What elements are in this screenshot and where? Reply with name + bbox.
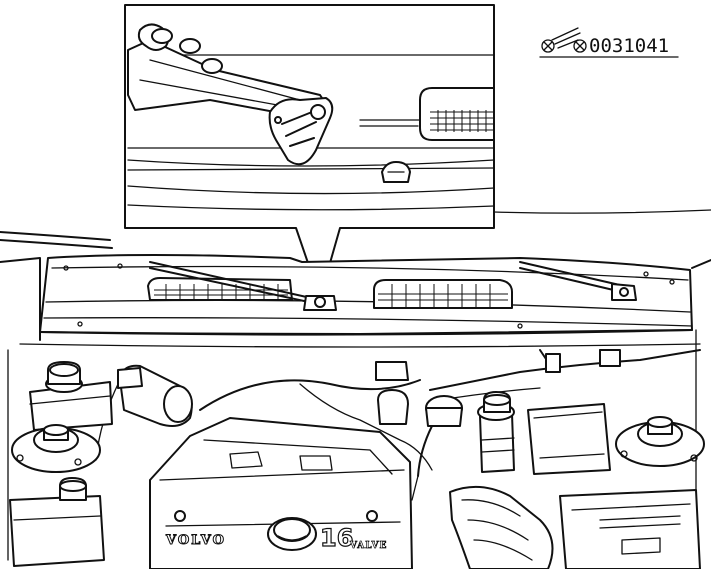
left-strut-tower	[11, 424, 101, 473]
right-strut-tower	[615, 416, 705, 467]
air-intake-hose	[449, 485, 554, 569]
reference-label: 0031041	[539, 27, 679, 58]
cowl-panel	[39, 254, 693, 336]
coolant-reservoir	[477, 391, 515, 473]
valve-badge-word: VALVE	[349, 541, 387, 551]
washer-reservoir	[9, 477, 105, 567]
brake-fluid-reservoir	[29, 361, 113, 431]
engine-bay	[0, 257, 711, 561]
reference-number: 0031041	[589, 35, 669, 57]
engine-brand-text: VOLVO	[165, 533, 226, 548]
valve-badge-number: 16	[320, 524, 353, 552]
air-filter-housing	[559, 489, 701, 569]
hood-outline	[0, 209, 711, 249]
fuse-box	[527, 403, 611, 475]
master-cylinder	[117, 364, 193, 427]
ignition-coil	[411, 395, 463, 501]
engine-cover: VOLVO 16 VALVE	[149, 417, 413, 569]
reference-symbol-icon	[541, 27, 587, 53]
oil-filler-cap	[267, 517, 317, 551]
detail-inset	[124, 4, 495, 299]
